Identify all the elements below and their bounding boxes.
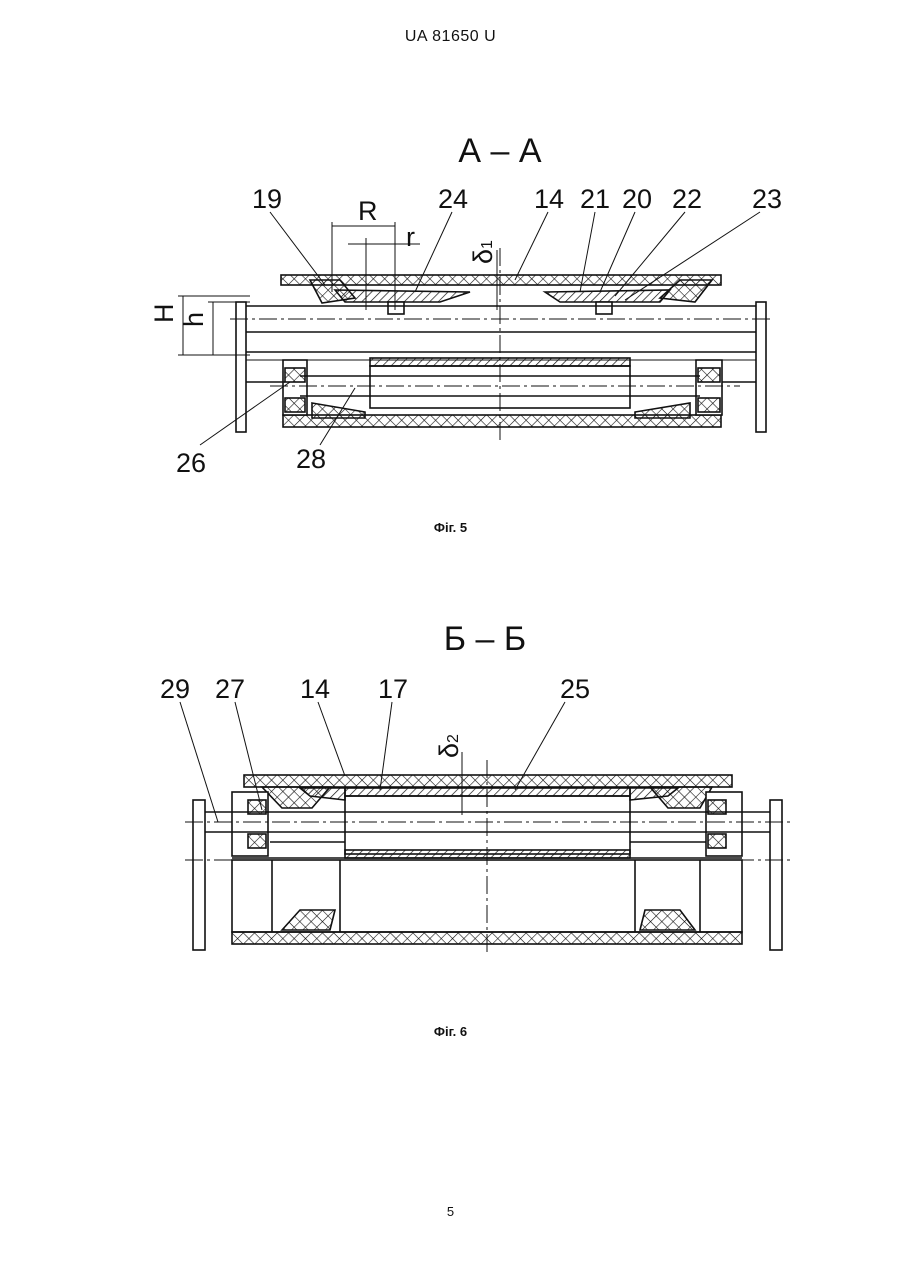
bolt-left xyxy=(388,302,404,314)
cover-plate-14 xyxy=(244,775,732,787)
label-23: 23 xyxy=(752,184,782,214)
right-wall xyxy=(756,302,766,432)
patent-header: UA 81650 U xyxy=(0,28,901,46)
label-21: 21 xyxy=(580,184,610,214)
label-19: 19 xyxy=(252,184,282,214)
label-20: 20 xyxy=(622,184,652,214)
dim-delta1: δ1 xyxy=(468,240,498,264)
section-title-a-a: А – А xyxy=(458,132,541,170)
label-27: 27 xyxy=(215,674,245,704)
dim-H: H xyxy=(149,304,179,324)
figure-6-drawing: Б – Б δ2 29 27 14 17 25 xyxy=(0,610,901,970)
dim-h: h xyxy=(179,312,209,327)
dim-delta2: δ2 xyxy=(434,734,464,758)
figure-5-caption: Фіг. 5 xyxy=(0,520,901,535)
label-25: 25 xyxy=(560,674,590,704)
label-14: 14 xyxy=(534,184,564,214)
label-24: 24 xyxy=(438,184,468,214)
figure-6-caption: Фіг. 6 xyxy=(0,1024,901,1039)
left-wall xyxy=(236,302,246,432)
page-number: 5 xyxy=(0,1204,901,1219)
label-17: 17 xyxy=(378,674,408,704)
dim-R: R xyxy=(358,196,378,226)
label-22: 22 xyxy=(672,184,702,214)
label-14: 14 xyxy=(300,674,330,704)
figure-5-drawing: А – А H h R r δ1 xyxy=(0,120,901,490)
wedge-right xyxy=(545,290,670,302)
wedge-left xyxy=(335,290,470,302)
dim-r: r xyxy=(406,222,415,252)
section-title-b-b: Б – Б xyxy=(444,620,526,658)
label-26: 26 xyxy=(176,448,206,478)
bolt-right xyxy=(596,302,612,314)
label-29: 29 xyxy=(160,674,190,704)
label-28: 28 xyxy=(296,444,326,474)
